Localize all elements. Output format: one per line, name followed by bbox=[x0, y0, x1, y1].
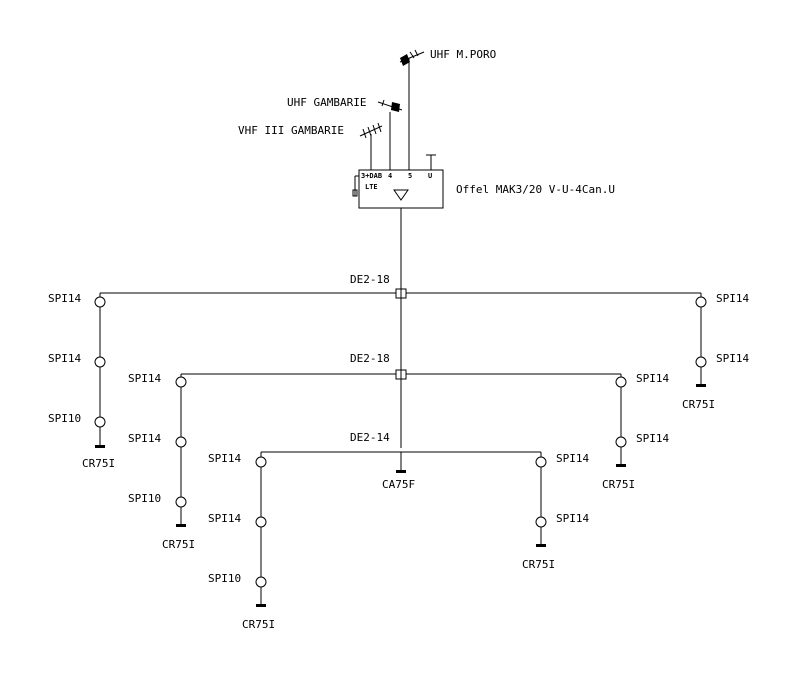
tap-label-col2-2: SPI14 bbox=[128, 432, 161, 445]
antenna-label-uhf-gambarie: UHF GAMBARIE bbox=[287, 96, 366, 109]
amp-input-u: U bbox=[428, 172, 432, 180]
amplifier-label: Offel MAK3/20 V-U-4Can.U bbox=[456, 183, 615, 196]
termination-label-col3: CR75I bbox=[242, 618, 275, 631]
termination-col2 bbox=[176, 524, 186, 527]
tap-label-col5-2: SPI14 bbox=[556, 512, 589, 525]
tap-col5-2 bbox=[535, 516, 547, 528]
tap-col2-2 bbox=[175, 436, 187, 448]
antenna-label-vhf-gambarie: VHF III GAMBARIE bbox=[238, 124, 344, 137]
termination-col7 bbox=[696, 384, 706, 387]
tap-col1-1 bbox=[94, 296, 106, 308]
splitter-label-2: DE2-18 bbox=[350, 352, 390, 365]
tap-label-col2-3: SPI10 bbox=[128, 492, 161, 505]
termination-label-col2: CR75I bbox=[162, 538, 195, 551]
tap-label-col7-2: SPI14 bbox=[716, 352, 749, 365]
tap-label-col6-2: SPI14 bbox=[636, 432, 669, 445]
tap-col1-3 bbox=[94, 416, 106, 428]
tap-label-col3-1: SPI14 bbox=[208, 452, 241, 465]
tap-label-col1-1: SPI14 bbox=[48, 292, 81, 305]
antenna-label-uhf-poro: UHF M.PORO bbox=[430, 48, 496, 61]
tap-label-col3-2: SPI14 bbox=[208, 512, 241, 525]
tap-col2-1 bbox=[175, 376, 187, 388]
tap-col5-1 bbox=[535, 456, 547, 468]
termination-label-col1: CR75I bbox=[82, 457, 115, 470]
tap-label-col5-1: SPI14 bbox=[556, 452, 589, 465]
tap-col3-1 bbox=[255, 456, 267, 468]
tap-label-col1-3: SPI10 bbox=[48, 412, 81, 425]
termination-col5 bbox=[536, 544, 546, 547]
tap-label-col3-3: SPI10 bbox=[208, 572, 241, 585]
tap-col7-1 bbox=[695, 296, 707, 308]
termination-ca75f bbox=[396, 470, 406, 473]
splitter-label-3: DE2-14 bbox=[350, 431, 390, 444]
termination-col6 bbox=[616, 464, 626, 467]
tap-col3-3 bbox=[255, 576, 267, 588]
termination-label-ca75f: CA75F bbox=[382, 478, 415, 491]
termination-col3 bbox=[256, 604, 266, 607]
vhf-gambarie-antenna-icon bbox=[359, 122, 383, 170]
tap-col3-2 bbox=[255, 516, 267, 528]
tap-col1-2 bbox=[94, 356, 106, 368]
amp-input-5: 5 bbox=[408, 172, 412, 180]
amp-lte-label: LTE bbox=[365, 183, 378, 191]
uhf-gambarie-antenna-icon bbox=[377, 99, 403, 170]
tap-col7-2 bbox=[695, 356, 707, 368]
amp-input-3dab: 3+DAB bbox=[361, 172, 382, 180]
termination-col1 bbox=[95, 445, 105, 448]
termination-label-col5: CR75I bbox=[522, 558, 555, 571]
tap-label-col2-1: SPI14 bbox=[128, 372, 161, 385]
termination-label-col7: CR75I bbox=[682, 398, 715, 411]
uhf-poro-antenna-icon bbox=[399, 49, 425, 170]
tap-col6-2 bbox=[615, 436, 627, 448]
splitter-label-1: DE2-18 bbox=[350, 273, 390, 286]
amp-input-4: 4 bbox=[388, 172, 392, 180]
tap-label-col7-1: SPI14 bbox=[716, 292, 749, 305]
tap-col2-3 bbox=[175, 496, 187, 508]
tap-label-col1-2: SPI14 bbox=[48, 352, 81, 365]
tap-label-col6-1: SPI14 bbox=[636, 372, 669, 385]
tap-col6-1 bbox=[615, 376, 627, 388]
termination-label-col6: CR75I bbox=[602, 478, 635, 491]
